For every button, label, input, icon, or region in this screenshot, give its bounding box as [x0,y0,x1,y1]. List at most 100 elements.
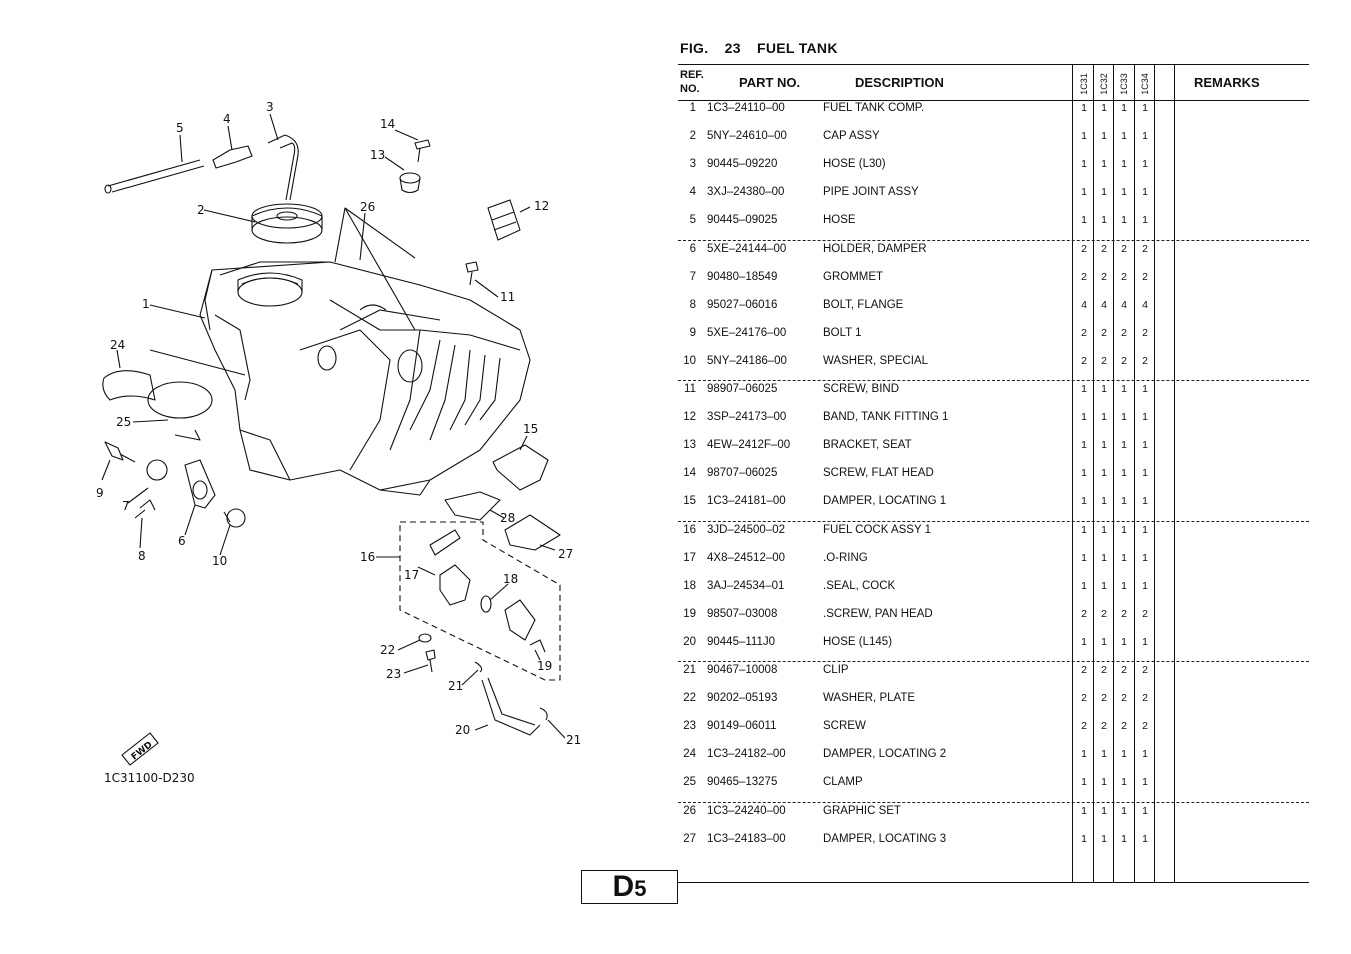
ref-no-cell: 14 [683,467,696,480]
quantity-cell: 1 [1121,748,1127,761]
quantity-cell: 2 [1142,720,1148,733]
description-cell: BAND, TANK FITTING 1 [823,411,949,424]
quantity-cell: 2 [1101,664,1107,676]
callout-3: 3 [266,100,274,114]
callout-18: 18 [503,572,518,586]
description-cell: HOSE (L145) [823,635,893,648]
column-divider [1093,64,1094,883]
quantity-cell: 1 [1081,130,1087,143]
ref-no-cell: 1 [689,102,696,114]
quantity-cell: 1 [1142,130,1148,143]
description-cell: .O-RING [823,551,868,564]
description-cell: WASHER, PLATE [823,692,916,705]
quantity-cell: 2 [1121,354,1127,367]
quantity-cell: 1 [1142,158,1148,171]
quantity-cell: 2 [1101,326,1107,339]
fig-number: 23 [724,40,741,56]
description-cell: FUEL COCK ASSY 1 [823,523,932,536]
part-no-cell: 1C3–24240–00 [707,804,786,817]
part-no-cell: 90480–18549 [707,270,778,283]
quantity-cell: 1 [1121,186,1127,199]
part-no-cell: 90445–09025 [707,214,778,227]
ref-no-cell: 16 [683,523,696,536]
fig-name: FUEL TANK [757,40,838,56]
quantity-cell: 1 [1081,467,1087,480]
diagram-callouts: 1 2 3 4 5 6 7 8 9 10 11 12 13 14 15 16 1… [96,100,581,747]
quantity-cell: 1 [1101,495,1107,508]
ref-no-cell: 26 [683,804,696,817]
ref-no-cell: 24 [683,748,696,761]
quantity-cell: 1 [1101,523,1107,536]
quantity-cell: 1 [1121,467,1127,480]
model-1c32: 1C32 [1099,73,1109,95]
fig-label: FIG. [680,40,709,56]
description-cell: SCREW, FLAT HEAD [823,467,934,480]
quantity-cell: 1 [1142,186,1148,199]
quantity-cell: 1 [1142,523,1148,536]
callout-1: 1 [142,297,150,311]
quantity-cell: 1 [1101,776,1107,789]
ref-no-cell: 15 [683,495,696,508]
column-divider [1174,64,1175,883]
quantity-cell: 1 [1101,748,1107,761]
quantity-cell: 1 [1142,579,1148,592]
part-no-cell: 90445–09220 [707,158,778,171]
description-cell: SCREW [823,720,866,733]
quantity-cell: 1 [1142,411,1148,424]
callout-9: 9 [96,486,104,500]
ref-no-header: REF. NO. [680,68,704,96]
quantity-cell: 4 [1121,298,1127,311]
callout-7: 7 [122,499,130,513]
callout-10: 10 [212,554,227,568]
ref-no-cell: 13 [683,439,696,452]
model-header: 1C32 [1094,70,1114,98]
quantity-cell: 2 [1142,270,1148,283]
quantity-cell: 1 [1142,804,1148,817]
quantity-cell: 1 [1121,102,1127,114]
quantity-cell: 1 [1121,523,1127,536]
part-no-cell: 1C3–24183–00 [707,832,786,845]
callout-19: 19 [537,659,552,673]
ref-no-cell: 11 [684,383,696,395]
description-cell: CLAMP [823,776,863,789]
quantity-cell: 2 [1101,607,1107,620]
quantity-cell: 2 [1142,664,1148,676]
quantity-cell: 1 [1081,748,1087,761]
part-no-cell: 4EW–2412F–00 [707,439,791,452]
quantity-cell: 2 [1142,607,1148,620]
callout-25: 25 [116,415,131,429]
quantity-cell: 1 [1121,130,1127,143]
page-section: D [612,870,635,903]
callout-13: 13 [370,148,385,162]
quantity-cell: 1 [1121,832,1127,845]
part-no-cell: 3AJ–24534–01 [707,579,785,592]
ref-no-cell: 5 [689,214,696,227]
quantity-cell: 2 [1121,270,1127,283]
description-cell: BRACKET, SEAT [823,439,912,452]
quantity-cell: 1 [1081,102,1087,114]
ref-no-cell: 27 [683,832,696,845]
column-divider [1113,64,1114,883]
quantity-cell: 1 [1142,102,1148,114]
part-no-header: PART NO. [739,75,801,90]
part-no-cell: 5XE–24144–00 [707,242,787,255]
model-1c33: 1C33 [1119,73,1129,95]
quantity-cell: 1 [1101,804,1107,817]
quantity-cell: 1 [1121,158,1127,171]
part-no-cell: 1C3–24182–00 [707,748,786,761]
part-no-cell: 4X8–24512–00 [707,551,786,564]
callout-24: 24 [110,338,125,352]
quantity-cell: 1 [1101,186,1107,199]
callout-16: 16 [360,550,375,564]
